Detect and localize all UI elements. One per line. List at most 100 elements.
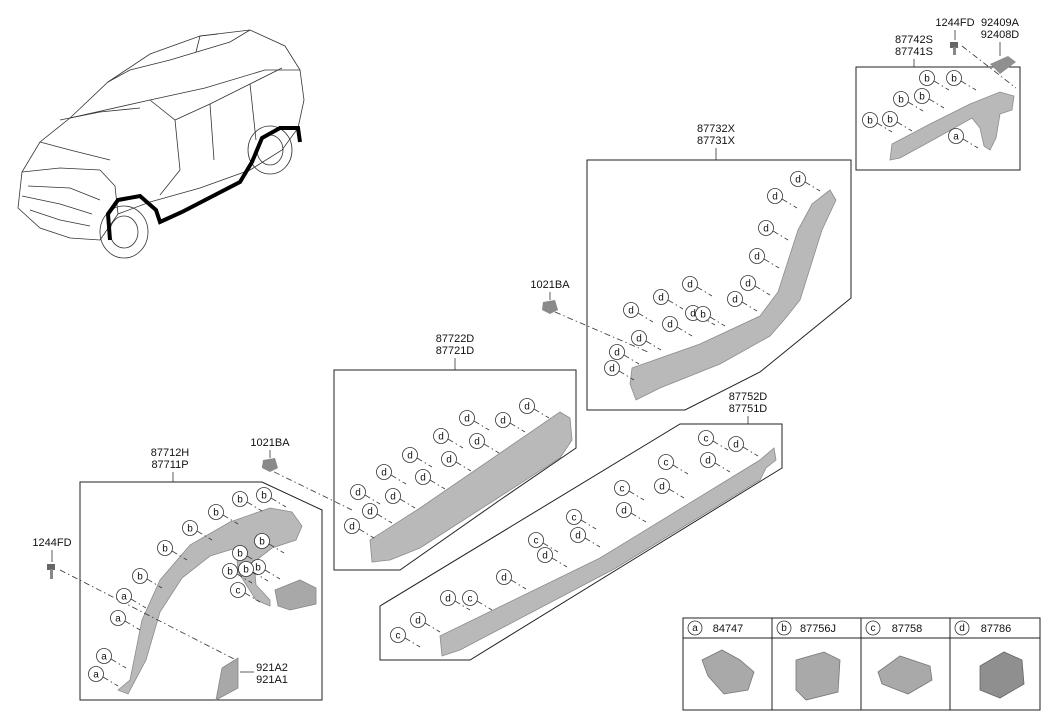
callout-letter: b [237,549,243,560]
rear-arch-callout: b [893,91,924,112]
front-door-callout: d [362,503,393,524]
legend-letter-a: a [692,623,698,634]
front-arch-callout: b [208,504,239,525]
rear-door-part-upper: 87732X [697,123,736,135]
rear-door-callout: d [790,171,821,192]
side-sill-callout: c [658,454,689,475]
callout-circle [616,502,632,518]
callout-letter: d [415,616,421,627]
callout-circle [433,428,449,444]
rear-arch-part-upper: 87742S [895,34,933,46]
callout-letter: b [700,310,706,321]
callout-circle [948,128,964,144]
side-sill-callout: c [566,509,597,530]
callout-circle [914,88,930,104]
callout-letter: a [115,614,121,625]
bolt-right-label: 1244FD [935,17,974,29]
callout-circle [623,302,639,318]
side-sill-callout: d [654,478,685,499]
side-sill-callout: d [496,569,527,590]
front-door-box [333,369,577,571]
callout-circle [537,547,553,563]
clip-a-icon [701,649,755,695]
callout-circle [459,410,475,426]
callout-letter: d [636,334,642,345]
callout-circle [256,487,272,503]
callout-letter: c [396,631,401,642]
front-door-part-lower: 87721D [436,345,475,357]
callout-circle [893,91,909,107]
callout-circle [631,330,647,346]
rear-door-molding [629,189,837,401]
callout-circle [376,464,392,480]
rear-arch-box [855,66,1021,171]
callout-circle [946,70,962,86]
side-sill-callout: d [616,502,647,523]
callout-circle [882,111,898,127]
callout-letter: b [162,544,168,555]
side-sill-group: 87752D 87751D [379,391,783,661]
front-door-callout: d [519,398,550,419]
front-door-callout: d [459,410,490,431]
bracket-top-label-lower: 92408D [981,29,1020,41]
callout-circle [919,70,935,86]
side-sill-callout: d [440,590,471,611]
callout-circle [230,582,246,598]
callout-circle [132,568,148,584]
rear-door-callout: d [623,302,654,323]
clip-right-label: 1021BA [530,279,570,291]
callout-letter: b [243,565,249,576]
callout-letter: d [705,456,711,467]
callout-letter: d [446,455,452,466]
callout-letter: c [664,458,669,469]
callout-circle [410,612,426,628]
callout-circle [440,590,456,606]
rear-door-callout: d [767,188,798,209]
callout-letter: d [772,192,778,203]
rear-arch-callout: b [882,111,913,132]
legend-part-c: 87758 [892,623,923,635]
callout-letter: c [534,536,539,547]
callout-letter: b [951,74,957,85]
callout-letter: b [261,491,267,502]
callout-circle [254,533,270,549]
callout-letter: c [704,434,709,445]
front-door-callout: d [433,428,464,449]
legend-part-b: 87756J [800,623,836,635]
callout-circle [208,504,224,520]
callout-letter: d [659,482,665,493]
callout-letter: b [213,508,219,519]
rear-arch-callout: b [919,70,950,91]
callout-circle [238,561,254,577]
callout-letter: d [445,594,451,605]
rear-door-callout: d [682,276,713,297]
callout-circle [232,491,248,507]
callout-letter: d [609,364,615,375]
clip-left-label: 1021BA [250,437,290,449]
callout-letter: d [614,348,620,359]
rear-arch-part-lower: 87741S [895,46,933,58]
callout-letter: d [420,473,426,484]
callout-circle [614,480,630,496]
callout-letter: b [887,115,893,126]
rear-door-callout: d [604,360,635,381]
legend-letter-c: c [871,623,876,634]
front-arch-callout: b [256,487,287,508]
callout-circle [662,316,678,332]
callout-circle [653,289,669,305]
side-sill-callout: d [537,547,568,568]
front-arch-part-upper: 87712H [151,447,190,459]
callout-letter: d [501,573,507,584]
callout-letter: d [464,414,470,425]
callout-letter: d [667,320,673,331]
callout-letter: d [733,440,739,451]
front-door-molding [369,411,573,563]
rear-arch-callout: b [914,88,945,109]
legend-cell-b: b 87756J [776,620,841,701]
callout-letter: d [474,437,480,448]
front-arch-callout: b [250,559,281,580]
callout-circle [758,220,774,236]
clip-left-icon [262,458,278,472]
loose-parts: 1244FD 1021BA 1021BA 1244FD 92409A 92408… [32,17,1019,686]
callout-letter: b [259,537,265,548]
